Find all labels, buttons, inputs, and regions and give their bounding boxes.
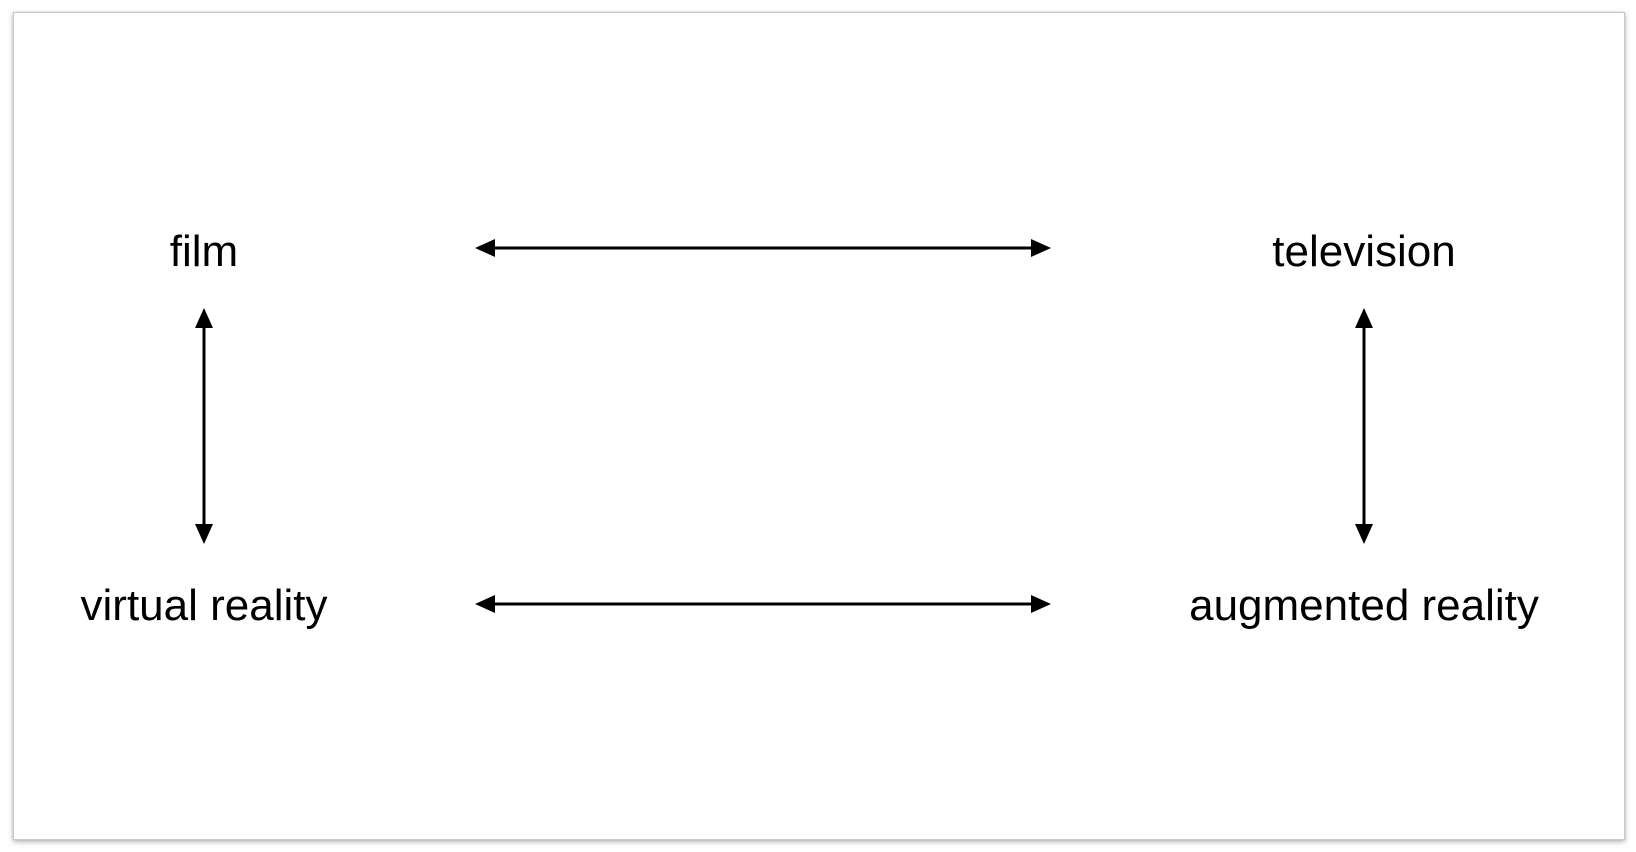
diagram-card [13,12,1625,840]
arrow-television-augmented-reality [1355,308,1373,544]
arrow-virtual-reality-augmented-reality [475,595,1051,613]
node-augmented-reality: augmented reality [1189,581,1539,630]
node-virtual-reality: virtual reality [80,581,328,630]
node-film: film [169,227,239,276]
arrow-film-television [475,239,1051,257]
node-television: television [1272,227,1456,276]
arrow-film-virtual-reality [195,308,213,544]
